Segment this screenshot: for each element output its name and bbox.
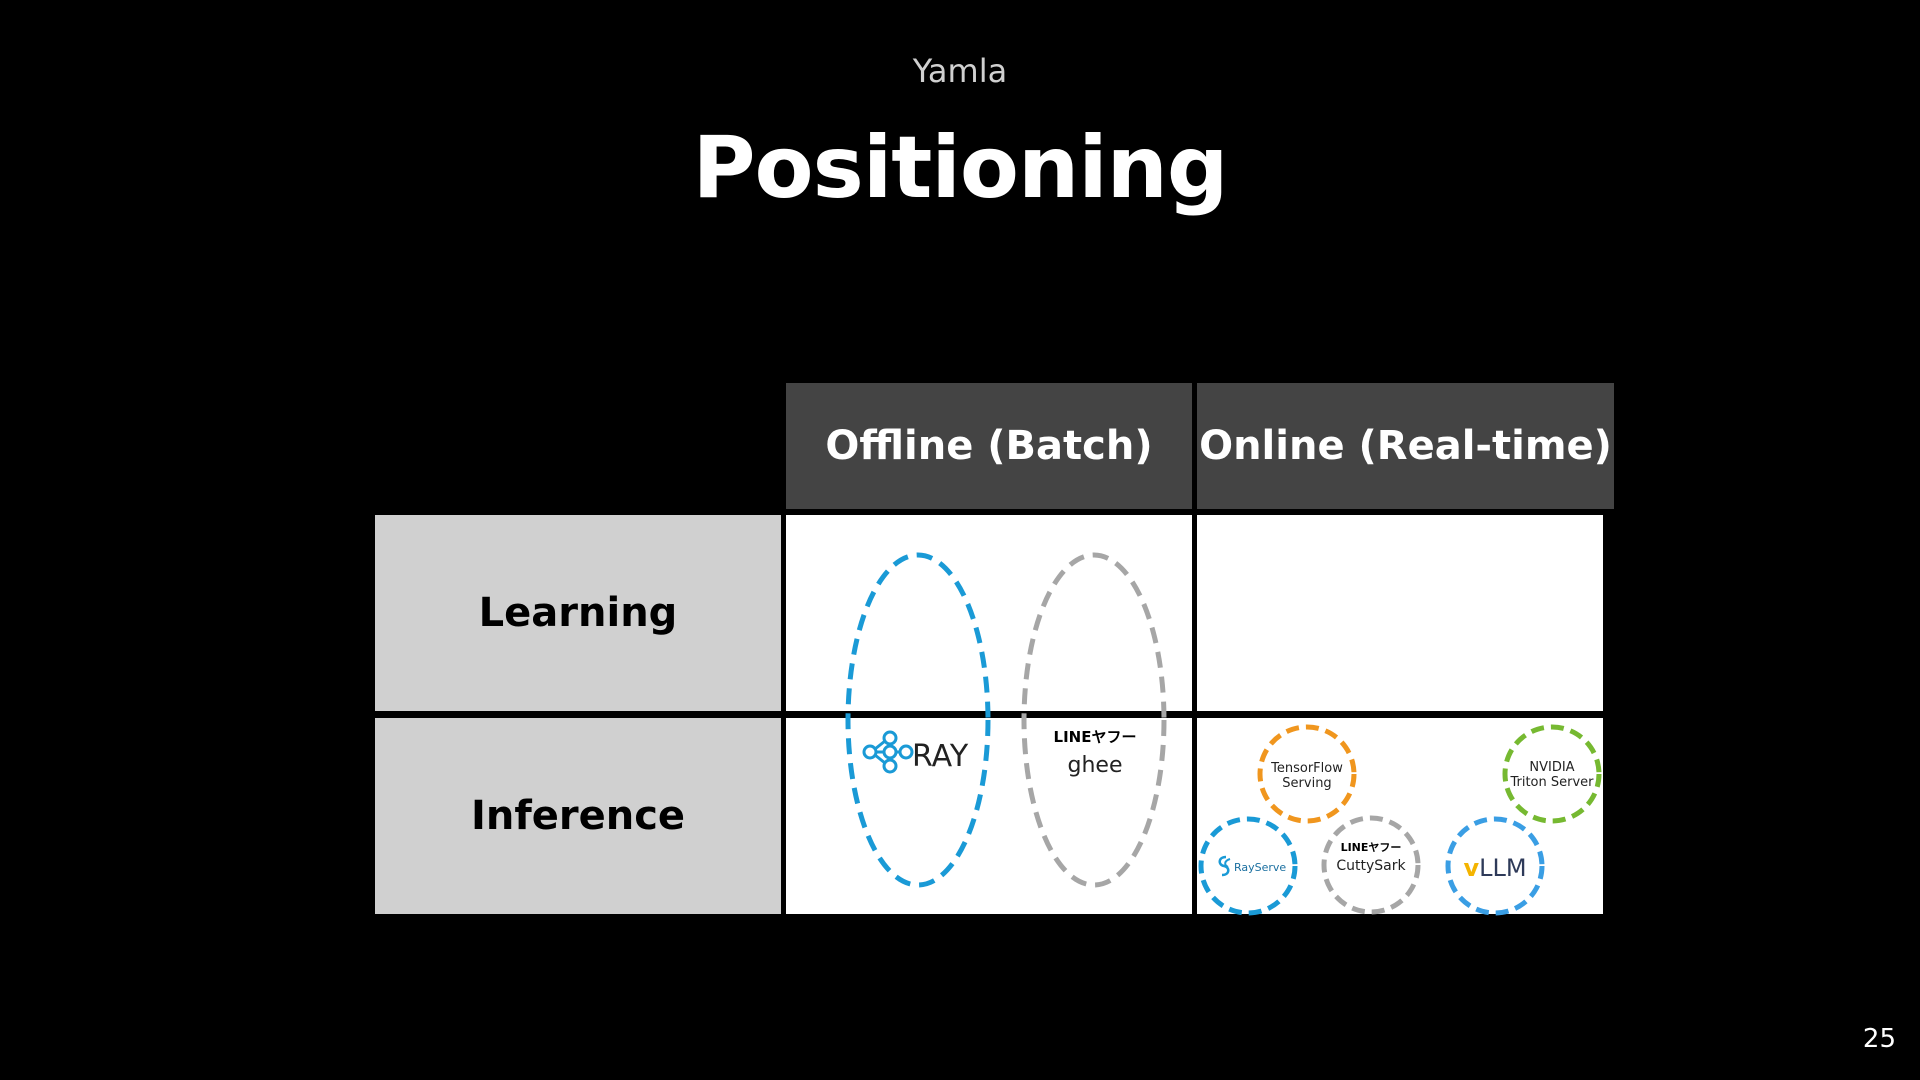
slide-subtitle: Yamla bbox=[912, 52, 1008, 90]
slide-title: Positioning bbox=[692, 118, 1229, 218]
cell-inference-online bbox=[1197, 718, 1603, 914]
row-header-inference-label: Inference bbox=[470, 793, 686, 839]
cell-learning-online bbox=[1197, 515, 1603, 711]
cell-learning-offline bbox=[786, 515, 1192, 711]
row-header-learning: Learning bbox=[375, 515, 781, 711]
cell-inference-offline bbox=[786, 718, 1192, 914]
row-header-inference: Inference bbox=[375, 718, 781, 914]
column-header-online: Online (Real-time) bbox=[1197, 383, 1614, 509]
row-header-learning-label: Learning bbox=[478, 590, 678, 636]
column-header-online-label: Online (Real-time) bbox=[1199, 423, 1612, 469]
column-header-offline: Offline (Batch) bbox=[786, 383, 1192, 509]
column-header-offline-label: Offline (Batch) bbox=[825, 423, 1153, 469]
page-number: 25 bbox=[1862, 1024, 1896, 1054]
